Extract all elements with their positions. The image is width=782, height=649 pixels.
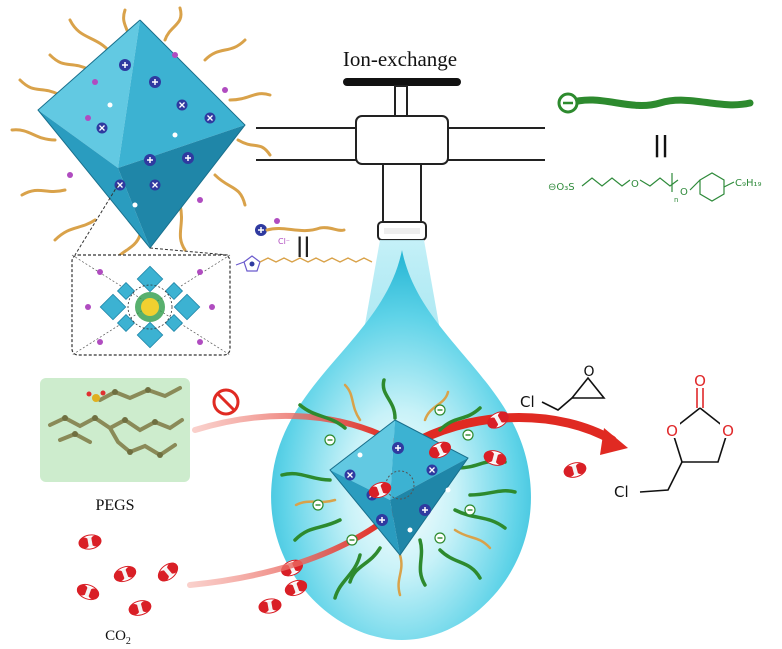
ion-exchange-label: Ion-exchange <box>343 47 457 71</box>
chloride-ion-label: Cl⁻ <box>278 237 290 246</box>
cyclic-carbonate <box>639 388 729 493</box>
pegs-anion-legend: || ⊖O₃S O O n C₉H₁₉ <box>548 92 762 204</box>
faucet: Ion-exchange <box>256 47 545 241</box>
pegs-structure <box>581 172 735 202</box>
pegs-o2-text: O <box>680 187 688 198</box>
faucet-handle <box>343 78 461 86</box>
carbonate-o-top: O <box>694 372 706 390</box>
octahedron-before <box>10 6 272 264</box>
pegs-tail-text: C₉H₁₉ <box>735 178 762 189</box>
pegs-o1-text: O <box>631 179 639 190</box>
polyoxometalate-cluster <box>99 265 201 349</box>
faucet-body <box>355 115 449 165</box>
pegs-n-text: n <box>674 196 678 204</box>
pegs-ball-stick <box>48 386 184 458</box>
co2-group: CO2 <box>74 532 310 647</box>
equals-sign-left: || <box>296 233 311 257</box>
pegs-label: PEGS <box>95 497 134 514</box>
octahedron-after <box>280 378 589 600</box>
carbonate-o-right: O <box>722 422 734 440</box>
co2-label: CO2 <box>105 628 131 647</box>
carbonate-o-left: O <box>666 422 678 440</box>
green-chain <box>566 96 754 109</box>
ionic-liquid-legend: || Cl⁻ <box>235 218 373 272</box>
carbonate-cl: Cl <box>614 483 629 501</box>
orange-chains <box>10 6 272 264</box>
epichlorohydrin-cl: Cl <box>520 393 535 411</box>
equals-sign-right: || <box>653 133 669 158</box>
epichlorohydrin <box>541 376 606 411</box>
pegs-sulfonate-text: ⊖O₃S <box>548 182 575 193</box>
forbidden-icon <box>212 388 240 416</box>
epichlorohydrin-o: O <box>583 364 594 380</box>
pegs-model: PEGS <box>40 378 190 514</box>
zoom-inset <box>71 184 231 356</box>
